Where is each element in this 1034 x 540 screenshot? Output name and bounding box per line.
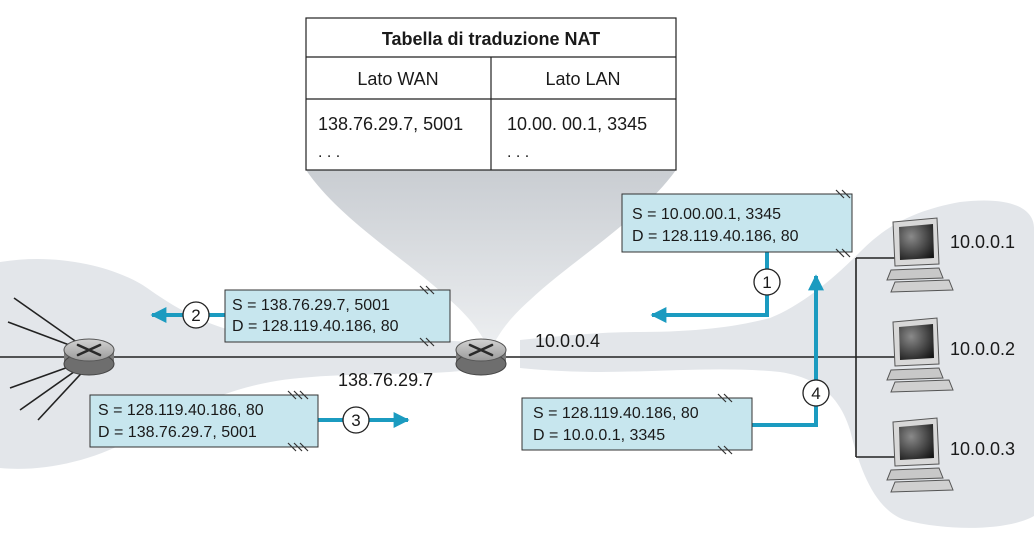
packet-2-destination: D = 128.119.40.186, 80 <box>232 318 399 335</box>
packet-1-source: S = 10.00.00.1, 3345 <box>632 206 781 223</box>
arrow-step-1 <box>650 252 769 323</box>
packet-4: S = 128.119.40.186, 80 D = 10.0.0.1, 334… <box>521 393 753 455</box>
nat-table-title: Tabella di traduzione NAT <box>382 29 600 49</box>
packet-4-destination: D = 10.0.0.1, 3345 <box>533 427 665 444</box>
step-1-label: 1 <box>762 273 771 292</box>
host-1-address: 10.0.0.1 <box>950 232 1015 252</box>
host-2-address: 10.0.0.2 <box>950 339 1015 359</box>
step-4-label: 4 <box>811 384 820 403</box>
nat-table-zoom-cone <box>306 170 676 352</box>
host-computer-1 <box>886 217 954 293</box>
router-cross-icon <box>76 343 102 357</box>
packet-3-destination: D = 138.76.29.7, 5001 <box>98 424 257 441</box>
step-2-label: 2 <box>191 306 200 325</box>
step-1-marker: 1 <box>753 268 781 296</box>
step-3-label: 3 <box>351 411 360 430</box>
nat-table-ellipsis-wan: . . . <box>318 144 340 161</box>
step-3-marker: 3 <box>342 406 370 434</box>
host-computer-3 <box>886 417 954 493</box>
nat-table-ellipsis-lan: . . . <box>507 144 529 161</box>
nat-router-lan-address: 10.0.0.4 <box>535 331 600 351</box>
packet-4-source: S = 128.119.40.186, 80 <box>533 405 699 422</box>
packet-3: S = 128.119.40.186, 80 D = 138.76.29.7, … <box>89 390 319 452</box>
internet-router <box>63 338 115 376</box>
nat-table-header-wan: Lato WAN <box>357 69 438 89</box>
nat-router-wan-address: 138.76.29.7 <box>338 370 433 390</box>
nat-router <box>455 338 507 376</box>
host-computer-2 <box>886 317 954 393</box>
nat-table-cell-wan: 138.76.29.7, 5001 <box>318 114 463 134</box>
packet-2: S = 138.76.29.7, 5001 D = 128.119.40.186… <box>224 285 451 347</box>
step-4-marker: 4 <box>802 379 830 407</box>
nat-table-cell-lan: 10.00. 00.1, 3345 <box>507 114 647 134</box>
packet-1: S = 10.00.00.1, 3345 D = 128.119.40.186,… <box>621 189 853 258</box>
nat-table-header-lan: Lato LAN <box>545 69 620 89</box>
nat-translation-table: Tabella di traduzione NAT Lato WAN Lato … <box>305 17 677 171</box>
packet-2-source: S = 138.76.29.7, 5001 <box>232 297 390 314</box>
arrow-step-4 <box>752 274 824 427</box>
packet-3-source: S = 128.119.40.186, 80 <box>98 402 264 419</box>
router-cross-icon <box>468 343 494 357</box>
packet-1-destination: D = 128.119.40.186, 80 <box>632 228 799 245</box>
host-3-address: 10.0.0.3 <box>950 439 1015 459</box>
step-2-marker: 2 <box>182 301 210 329</box>
